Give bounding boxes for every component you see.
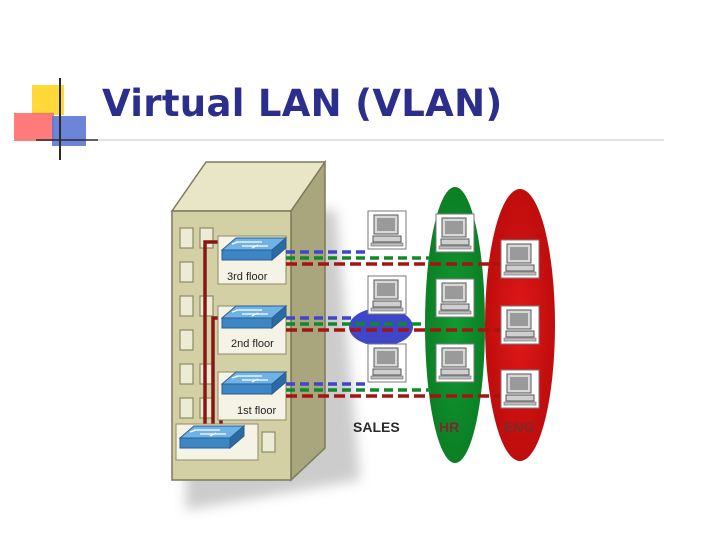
- computer-icon: [500, 369, 540, 409]
- computer-icon: [500, 305, 540, 345]
- floor-label-2: 2nd floor: [231, 338, 274, 350]
- computer-icon: [435, 213, 475, 253]
- vlan-label-hr: HR: [439, 419, 459, 435]
- vlan-connections: [286, 250, 500, 398]
- computer-icon: [367, 343, 407, 383]
- computer-icon: [435, 278, 475, 318]
- sales-computers: [367, 210, 407, 383]
- corner-logo-decoration: [14, 78, 98, 160]
- floor-panel-1: [217, 371, 287, 421]
- slide-title: Virtual LAN (VLAN): [102, 82, 503, 125]
- logo-red-square: [14, 113, 54, 141]
- computer-icon: [500, 239, 540, 279]
- hr-computers: [435, 213, 475, 383]
- logo-yellow-square: [32, 85, 64, 115]
- floor-label-1: 1st floor: [237, 405, 276, 417]
- vlan-label-eng: ENG: [504, 419, 534, 435]
- vlan-label-sales: SALES: [353, 419, 400, 435]
- core-switch-panel: [175, 423, 259, 461]
- eng-computers: [500, 239, 540, 409]
- floor-panel-3: [217, 235, 287, 285]
- computer-icon: [367, 275, 407, 315]
- computer-icon: [367, 210, 407, 250]
- floor-label-3: 3rd floor: [227, 271, 268, 283]
- logo-blue-square: [52, 116, 86, 146]
- vlan-diagram: 3rd floor 2nd floor 1st floor: [170, 159, 555, 510]
- vlan-hr-ellipse: [425, 187, 485, 463]
- computer-icon: [435, 343, 475, 383]
